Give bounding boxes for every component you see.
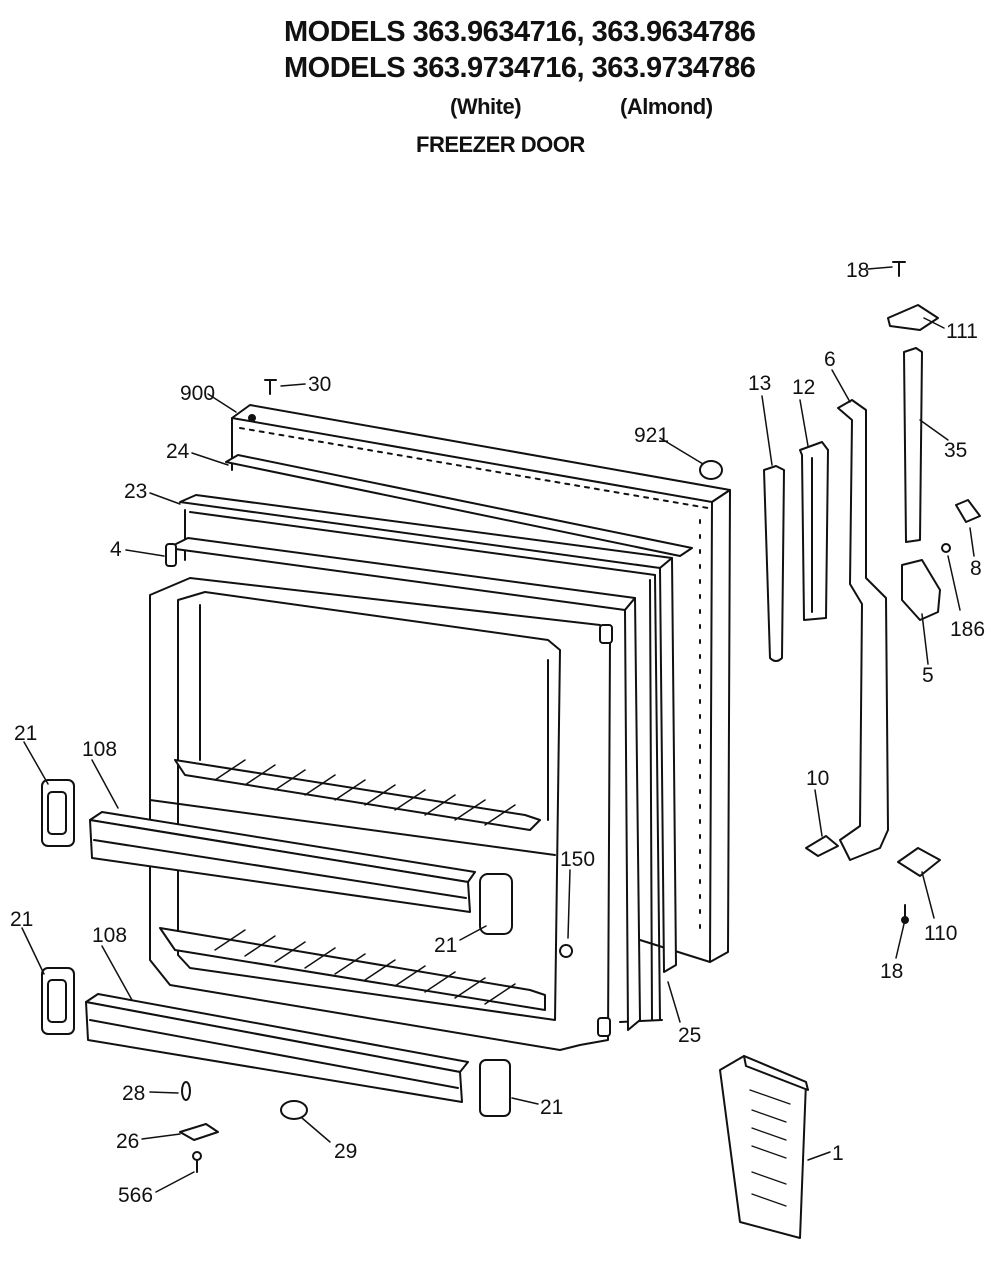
callout-21-d: 21	[540, 1096, 563, 1119]
color-white-label: (White)	[450, 94, 522, 119]
door-shelf-bar-lower	[85, 993, 469, 1103]
callout-13: 13	[748, 372, 771, 395]
callout-29: 29	[334, 1140, 357, 1163]
callout-1: 1	[832, 1142, 844, 1165]
callout-8: 8	[970, 557, 982, 580]
callout-labels: 900 30 24 23 4 921 13 12 6 18 111 35 8 1…	[10, 259, 985, 1207]
callout-24: 24	[166, 440, 190, 463]
callout-566: 566	[118, 1184, 153, 1207]
callout-5: 5	[922, 664, 934, 687]
diagram-header: MODELS 363.9634716, 363.9634786 MODELS 3…	[0, 0, 1000, 175]
callout-6: 6	[824, 348, 836, 371]
inner-door-liner	[149, 537, 641, 1051]
callout-35: 35	[944, 439, 967, 462]
door-gasket	[179, 454, 693, 1023]
freezer-door-subtitle: FREEZER DOOR	[416, 132, 585, 157]
callout-18-top: 18	[846, 259, 869, 282]
callout-leader-lines	[21, 266, 975, 1193]
door-shelf-bar-upper	[89, 811, 476, 913]
callout-110: 110	[924, 922, 957, 945]
callout-150: 150	[560, 848, 595, 871]
instruction-booklet	[719, 1055, 809, 1239]
callout-4: 4	[110, 538, 122, 561]
callout-108-a: 108	[82, 738, 117, 761]
callout-111: 111	[946, 320, 978, 343]
hinge-side-parts	[763, 304, 981, 877]
callout-26: 26	[116, 1130, 139, 1153]
callout-21-a: 21	[14, 722, 37, 745]
callout-108-b: 108	[92, 924, 127, 947]
callout-23: 23	[124, 480, 147, 503]
callout-25: 25	[678, 1024, 701, 1047]
outer-door-panel	[231, 404, 731, 963]
callout-18-bottom: 18	[880, 960, 903, 983]
callout-186: 186	[950, 618, 985, 641]
callout-28: 28	[122, 1082, 145, 1105]
callout-12: 12	[792, 376, 815, 399]
callout-21-b: 21	[10, 908, 33, 931]
callout-21-c: 21	[434, 934, 457, 957]
callout-900: 900	[180, 382, 215, 405]
shelf-end-caps	[41, 779, 513, 1117]
callout-30: 30	[308, 373, 331, 396]
color-almond-label: (Almond)	[620, 94, 713, 119]
callout-921: 921	[634, 424, 669, 447]
models-line-2: MODELS 363.9734716, 363.9734786	[284, 52, 756, 84]
callout-10: 10	[806, 767, 829, 790]
small-hardware	[179, 261, 909, 1173]
models-line-1: MODELS 363.9634716, 363.9634786	[284, 16, 756, 48]
